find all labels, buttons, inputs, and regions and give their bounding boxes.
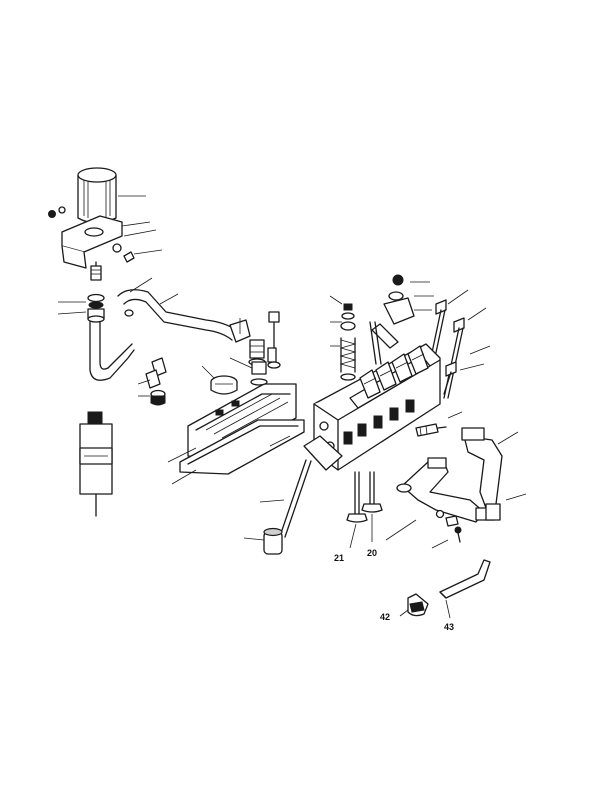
hose-elbow-fitting — [229, 319, 266, 366]
intake-valve — [361, 471, 383, 513]
rocker-shaft-assembly — [349, 345, 431, 409]
tappet — [263, 527, 283, 555]
callout-21: 21 — [334, 553, 344, 563]
valve-cover-gasket — [179, 419, 305, 475]
oil-filler-cap — [210, 375, 238, 395]
elbow-and-grommets — [145, 357, 167, 406]
filter-mounting-bracket — [61, 215, 123, 269]
callout-42: 42 — [380, 612, 390, 622]
intake-manifold — [396, 457, 495, 523]
reference-leaders — [57, 195, 527, 619]
rocker-arm-parts — [371, 274, 415, 349]
push-rod-tube — [369, 321, 382, 365]
head-gasket — [303, 435, 343, 471]
manifold-hardware — [435, 509, 462, 543]
breather-fitting-stack — [250, 311, 281, 386]
oil-filter-canister — [77, 167, 117, 224]
push-rod — [279, 459, 312, 538]
oil-hose — [89, 289, 237, 381]
filter-hardware — [48, 206, 135, 277]
callout-labels: 21 20 42 43 — [334, 548, 454, 632]
hose-fitting-stack — [87, 265, 105, 323]
exhaust-manifold — [461, 427, 503, 521]
spark-plug — [415, 423, 447, 437]
clamp-part — [407, 593, 429, 617]
additive-can — [79, 411, 113, 517]
strap-bracket — [439, 559, 491, 599]
valve-spring-stack — [339, 303, 357, 381]
exhaust-valve — [346, 471, 368, 523]
callout-43: 43 — [444, 622, 454, 632]
callout-20: 20 — [367, 548, 377, 558]
